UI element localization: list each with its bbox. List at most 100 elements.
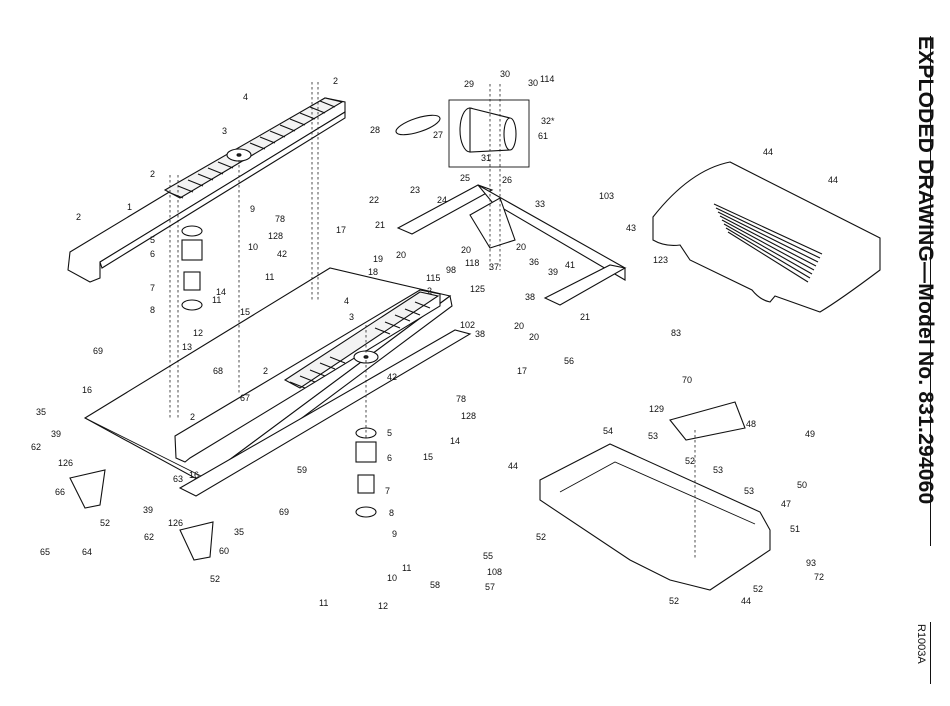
part-label: 129: [649, 404, 664, 414]
part-label: 23: [410, 185, 420, 195]
part-label: 2: [150, 169, 155, 179]
part-label: 16: [82, 385, 92, 395]
isolator-stack-left: [181, 225, 203, 311]
part-label: 42: [387, 372, 397, 382]
part-label: 52: [536, 532, 546, 542]
part-label: 44: [828, 175, 838, 185]
part-label: 2: [76, 212, 81, 222]
part-label: 25: [460, 173, 470, 183]
part-label: 15: [423, 452, 433, 462]
part-label: 39: [548, 267, 558, 277]
part-label: 64: [82, 547, 92, 557]
part-label: 128: [268, 231, 283, 241]
part-label: 47: [781, 499, 791, 509]
upright-frame: [396, 184, 627, 306]
part-label: 4: [243, 92, 248, 102]
part-label: 12: [378, 601, 388, 611]
isolator-stack-right: [355, 427, 377, 518]
part-label: 17: [336, 225, 346, 235]
part-label: 11: [212, 295, 221, 305]
part-label: 108: [487, 567, 502, 577]
part-label: 18: [368, 267, 378, 277]
part-label: 19: [373, 254, 383, 264]
part-label: 7: [385, 486, 390, 496]
part-label: 56: [564, 356, 574, 366]
part-label: 5: [387, 428, 392, 438]
part-label: 52: [210, 574, 220, 584]
part-labels: 1 2 2 2 2 2 2 3 3 4 4 5 5 6 6 7 7 8 8 9 …: [31, 69, 838, 611]
end-cap-right: [179, 521, 214, 561]
part-label: 53: [713, 465, 723, 475]
part-label: 17: [517, 366, 527, 376]
part-label: 69: [279, 507, 289, 517]
part-label: 11: [319, 598, 328, 608]
part-label: 42: [277, 249, 287, 259]
hood-vent-ribs: [713, 203, 823, 283]
part-label: 31: [481, 153, 491, 163]
right-rail-tread-ribs: [289, 301, 431, 389]
part-label: 29: [464, 79, 474, 89]
part-label: 12: [193, 328, 203, 338]
part-label: 6: [150, 249, 155, 259]
left-rail-tread-ribs: [167, 100, 336, 199]
part-label: 16: [189, 470, 199, 480]
part-label: 65: [40, 547, 50, 557]
part-label: 5: [150, 235, 155, 245]
part-label: 39: [51, 429, 61, 439]
part-label: 49: [805, 429, 815, 439]
part-label: 60: [219, 546, 229, 556]
part-label: 8: [150, 305, 155, 315]
controller-board: [669, 401, 746, 441]
part-label: 39: [143, 505, 153, 515]
part-label: 78: [456, 394, 466, 404]
part-label: 62: [144, 532, 154, 542]
alignment-lines: [169, 82, 696, 560]
part-label: 93: [806, 558, 816, 568]
drawing-code: R1003A: [915, 624, 927, 664]
part-label: 14: [450, 436, 460, 446]
part-label: 2: [427, 286, 432, 296]
part-label: 126: [168, 518, 183, 528]
part-label: 28: [370, 125, 380, 135]
part-label: 2: [263, 366, 268, 376]
part-label: 4: [344, 296, 349, 306]
part-label: 33: [535, 199, 545, 209]
part-label: 51: [790, 524, 800, 534]
part-label: 52: [669, 596, 679, 606]
part-label: 61: [538, 131, 548, 141]
part-label: 7: [150, 283, 155, 293]
part-label: 3: [349, 312, 354, 322]
part-label: 20: [396, 250, 406, 260]
drive-belt: [395, 114, 441, 136]
part-label: 14: [216, 287, 226, 297]
right-side-rail: [174, 289, 441, 463]
part-label: 114: [540, 74, 554, 84]
part-label: 10: [248, 242, 258, 252]
part-label: 1: [127, 202, 132, 212]
part-label: 44: [763, 147, 773, 157]
part-label: 38: [525, 292, 535, 302]
document-title: EXPLODED DRAWING—Model No. 831.294060: [914, 36, 937, 505]
part-label: 123: [653, 255, 668, 265]
part-label: 3: [222, 126, 227, 136]
part-label: 30: [528, 78, 538, 88]
part-label: 115: [426, 273, 440, 283]
part-label: 6: [387, 453, 392, 463]
part-label: 48: [746, 419, 756, 429]
part-label: 62: [31, 442, 41, 452]
part-label: 52: [685, 456, 695, 466]
part-label: 126: [58, 458, 73, 468]
part-label: 118: [465, 258, 479, 268]
part-label: 83: [671, 328, 681, 338]
part-label: 32*: [541, 116, 555, 126]
part-label: 2: [333, 76, 338, 86]
part-label: 20: [461, 245, 471, 255]
part-label: 38: [475, 329, 485, 339]
part-label: 66: [55, 487, 65, 497]
part-label: 98: [446, 265, 456, 275]
part-label: 59: [297, 465, 307, 475]
part-label: 102: [460, 320, 475, 330]
part-label: 69: [93, 346, 103, 356]
part-label: 72: [814, 572, 824, 582]
side-frame-rail: [178, 329, 472, 497]
